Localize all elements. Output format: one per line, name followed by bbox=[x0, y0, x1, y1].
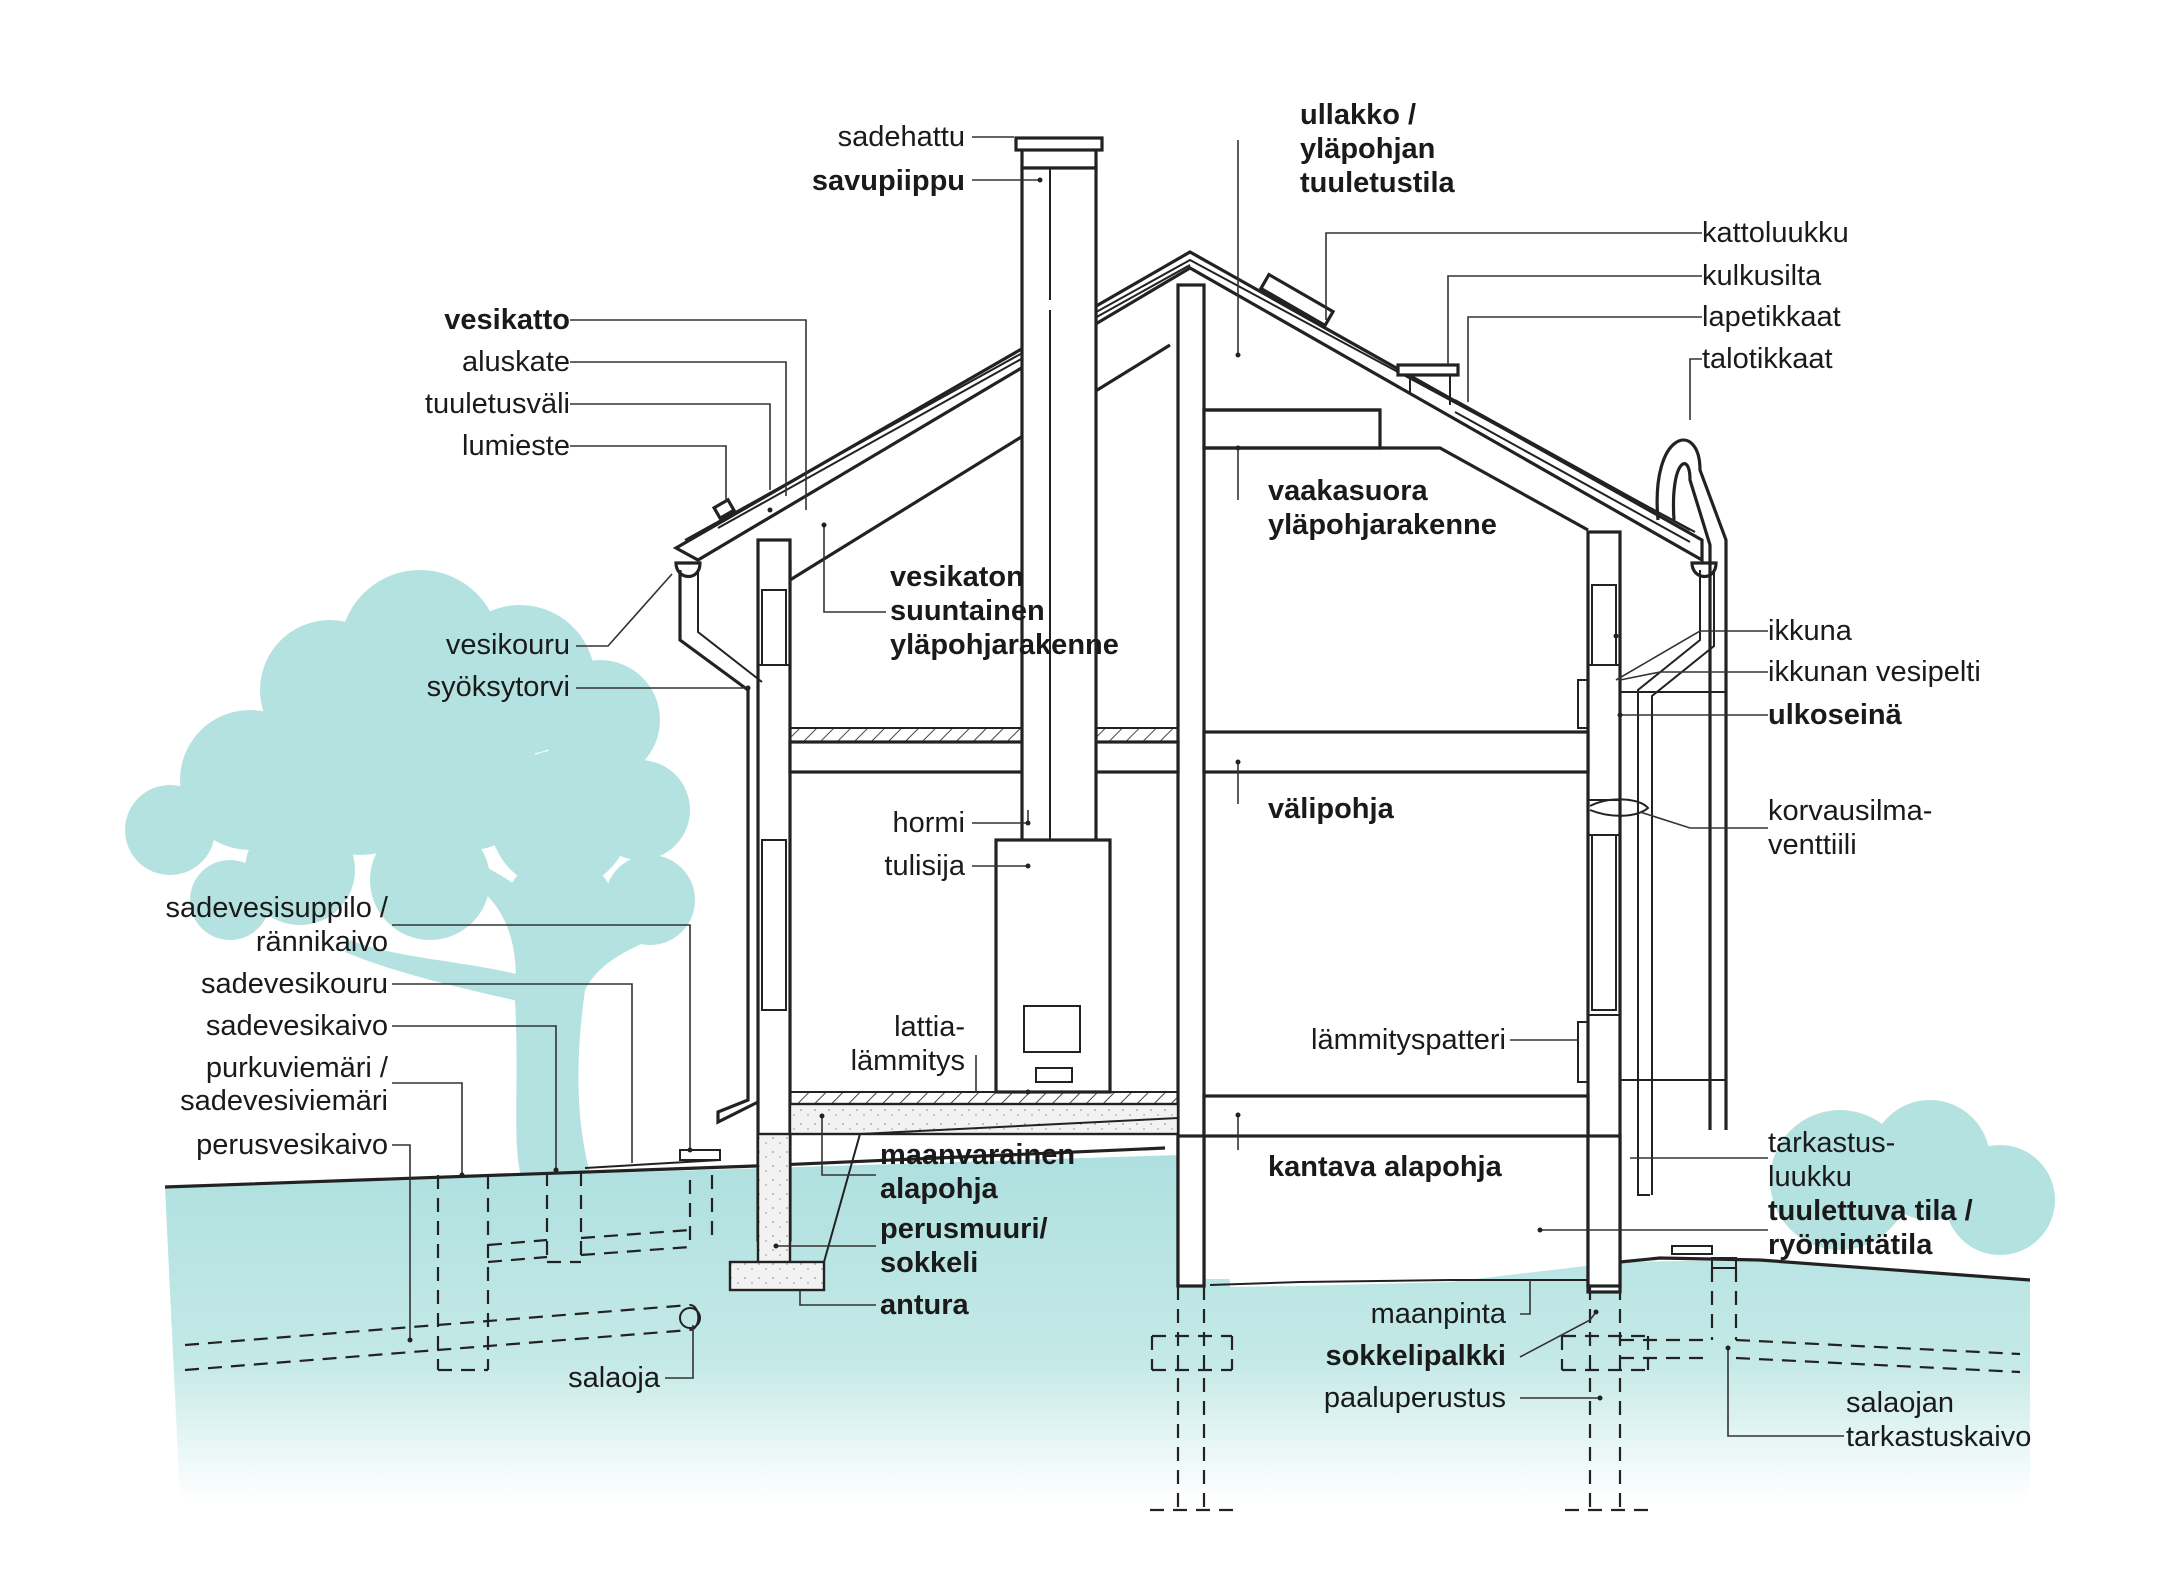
label-maanvarainen-1: maanvarainen bbox=[880, 1139, 1075, 1171]
label-lumieste: lumieste bbox=[462, 430, 570, 462]
label-korvausilma-1: korvausilma- bbox=[1768, 795, 1932, 827]
left-outer-wall bbox=[756, 538, 792, 1242]
label-sadevesisuppilo-1: sadevesisuppilo / bbox=[166, 892, 389, 924]
roof bbox=[672, 250, 1704, 563]
label-lammityspatteri: lämmityspatteri bbox=[1311, 1024, 1506, 1056]
label-savupiippu: savupiippu bbox=[812, 165, 965, 197]
label-vesikouru: vesikouru bbox=[446, 629, 570, 661]
label-korvausilma-2: venttiili bbox=[1768, 829, 1857, 861]
label-lattia-1: lattia- bbox=[894, 1011, 965, 1043]
label-tuulettuva-1: tuulettuva tila / bbox=[1768, 1195, 1973, 1227]
label-sadevesikouru: sadevesikouru bbox=[201, 968, 388, 1000]
label-maanpinta: maanpinta bbox=[1371, 1298, 1507, 1330]
label-sokkelipalkki: sokkelipalkki bbox=[1325, 1340, 1506, 1372]
leader-lines bbox=[392, 136, 1844, 1437]
label-kantava-alapohja: kantava alapohja bbox=[1268, 1151, 1503, 1183]
label-tarkastus-2: luukku bbox=[1768, 1161, 1852, 1193]
crawlspace-ground bbox=[1209, 1279, 1590, 1286]
label-tuuletusvali: tuuletusväli bbox=[425, 388, 570, 420]
label-sadevesikaivo: sadevesikaivo bbox=[206, 1010, 388, 1042]
label-vaakasuora-1: vaakasuora bbox=[1268, 475, 1428, 507]
label-vesikaton-2: suuntainen bbox=[890, 595, 1045, 627]
label-salaoja: salaoja bbox=[568, 1362, 661, 1394]
ground-line bbox=[164, 1146, 2031, 1282]
label-ullakko-2: yläpohjan bbox=[1300, 133, 1435, 165]
label-syoksytorvi: syöksytorvi bbox=[427, 671, 570, 703]
label-sadevesisuppilo-2: rännikaivo bbox=[256, 926, 388, 958]
label-purkuviemari-2: sadevesiviemäri bbox=[180, 1085, 388, 1117]
fireplace bbox=[994, 838, 1112, 1094]
label-vaakasuora-2: yläpohjarakenne bbox=[1268, 509, 1497, 541]
label-valipohja: välipohja bbox=[1268, 793, 1395, 825]
label-ulkoseina: ulkoseinä bbox=[1768, 699, 1903, 731]
central-wall bbox=[1176, 283, 1206, 1287]
label-vesikatto: vesikatto bbox=[444, 304, 570, 336]
bush-illustration bbox=[1770, 1100, 2055, 1255]
label-ikkuna: ikkuna bbox=[1768, 615, 1853, 647]
label-ullakko-1: ullakko / bbox=[1300, 99, 1416, 131]
label-perusvesikaivo: perusvesikaivo bbox=[196, 1129, 388, 1161]
label-aluskate: aluskate bbox=[462, 346, 570, 378]
label-vesikaton-1: vesikaton bbox=[890, 561, 1024, 593]
label-tarkastus-1: tarkastus- bbox=[1768, 1127, 1895, 1159]
label-tuulettuva-2: ryömintätila bbox=[1768, 1229, 1933, 1261]
tree-illustration bbox=[125, 570, 695, 1190]
label-purkuviemari-1: purkuviemäri / bbox=[206, 1052, 389, 1084]
label-lattia-2: lämmitys bbox=[851, 1045, 965, 1077]
label-salaojan-tk-1: salaojan bbox=[1846, 1387, 1954, 1419]
label-salaojan-tk-2: tarkastuskaivo bbox=[1846, 1421, 2031, 1453]
leader-dots bbox=[407, 177, 1731, 1401]
label-kattoluukku: kattoluukku bbox=[1702, 217, 1849, 249]
chimney bbox=[1020, 166, 1098, 843]
label-vesikaton-3: yläpohjarakenne bbox=[890, 629, 1119, 661]
label-tulisija: tulisija bbox=[884, 850, 965, 882]
label-maanvarainen-2: alapohja bbox=[880, 1173, 999, 1205]
label-hormi: hormi bbox=[892, 807, 965, 839]
label-ikkunan-vesipelti: ikkunan vesipelti bbox=[1768, 656, 1981, 688]
house-structure bbox=[672, 136, 1718, 1294]
label-paaluperustus: paaluperustus bbox=[1324, 1382, 1506, 1414]
labels: sadehattu savupiippu ullakko / yläpohjan… bbox=[166, 99, 2032, 1453]
label-antura: antura bbox=[880, 1289, 970, 1321]
label-talotikkaat: talotikkaat bbox=[1702, 343, 1833, 375]
ground bbox=[165, 1155, 2030, 1500]
label-kulkusilta: kulkusilta bbox=[1702, 260, 1822, 292]
label-sadehattu: sadehattu bbox=[838, 121, 965, 153]
label-lapetikkaat: lapetikkaat bbox=[1702, 301, 1841, 333]
drainage-pipes bbox=[678, 438, 1728, 1196]
underground-structures bbox=[184, 1149, 2021, 1512]
label-perusmuuri-2: sokkeli bbox=[880, 1247, 978, 1279]
label-perusmuuri-1: perusmuuri/ bbox=[880, 1213, 1048, 1245]
label-ullakko-3: tuuletustila bbox=[1300, 167, 1456, 199]
